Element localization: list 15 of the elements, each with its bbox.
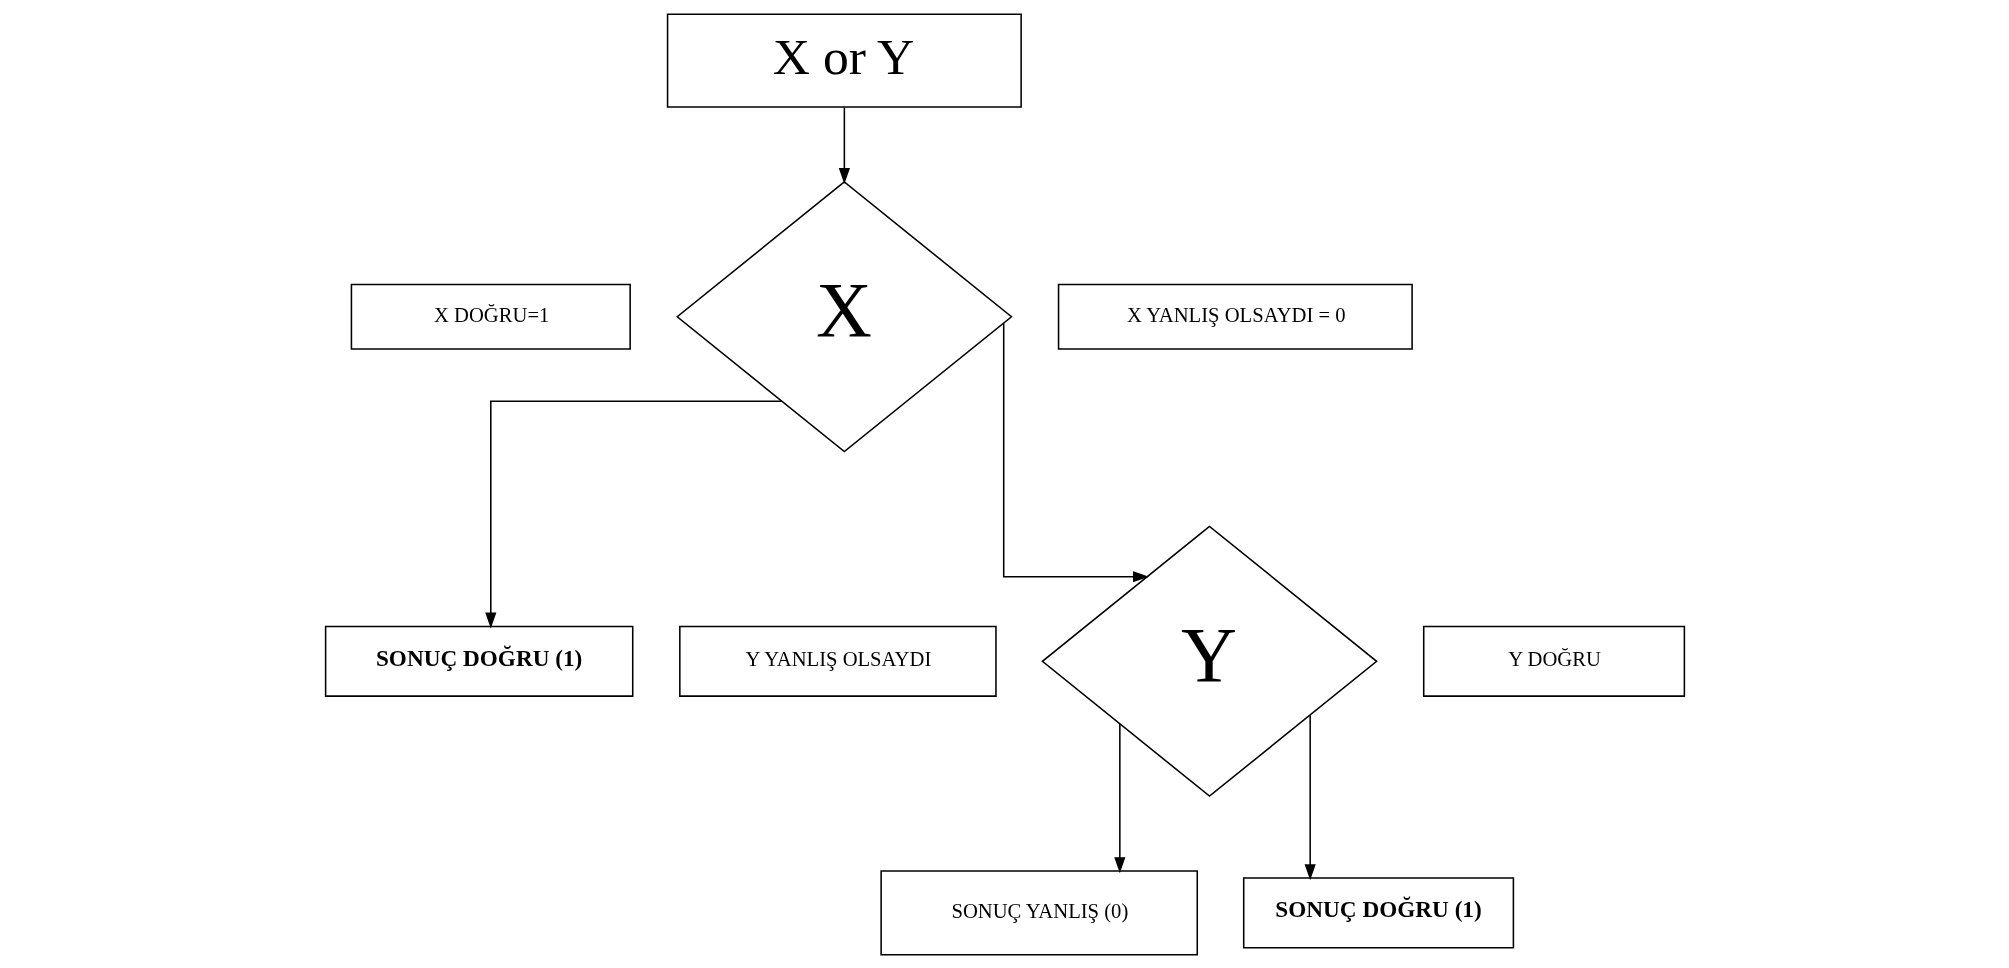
node-box: X DOĞRU=1 [350,283,631,350]
arrow [1113,722,1125,873]
node-box: SONUÇ DOĞRU (1) [1242,876,1514,948]
node-box: Y DOĞRU [1422,625,1685,697]
arrow [484,400,783,629]
node-diamond: X [675,180,1013,453]
node-diamond: Y [1040,524,1378,797]
arrow [838,106,850,184]
node-box: X or Y [666,12,1022,108]
node-box: SONUÇ DOĞRU (1) [324,625,633,697]
node-box: Y YANLIŞ OLSAYDI [678,625,997,697]
node-box: SONUÇ YANLIŞ (0) [879,869,1198,956]
arrow [1304,714,1316,880]
node-box: X YANLIŞ OLSAYDI = 0 [1057,283,1413,350]
arrow [1002,321,1149,582]
